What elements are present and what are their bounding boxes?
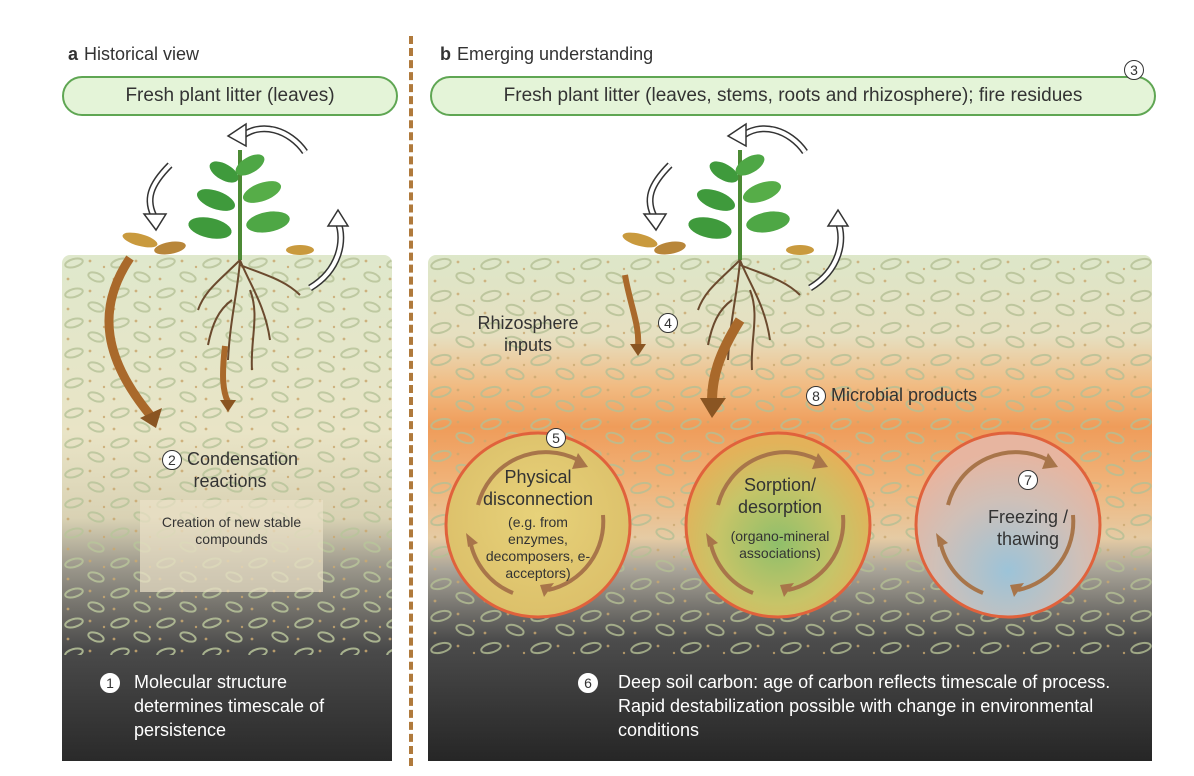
panel-b-soil-graphic	[428, 255, 1152, 761]
stable-compounds-box: Creation of new stable compounds	[140, 500, 323, 592]
rhizosphere-label: Rhizosphere inputs	[477, 313, 579, 355]
freezing-thawing-text: Freezing / thawing	[987, 507, 1069, 549]
plant-icon	[622, 122, 850, 418]
panel-a-soil	[62, 255, 392, 761]
step-6-badge: 6	[578, 673, 598, 693]
sorption-detail: (organo-mineral associations)	[730, 528, 830, 561]
stable-compounds-label: Creation of new stable compounds	[161, 514, 302, 547]
panel-a-litter-pill: Fresh plant litter (leaves)	[62, 76, 398, 116]
circular-arrows-icon	[468, 450, 1076, 595]
flow-arrow-icon	[622, 274, 642, 349]
physical-disconnection-detail: (e.g. from enzymes, decomposers, e-accep…	[485, 514, 591, 581]
step-5-badge: 5	[546, 428, 566, 448]
plant-icon	[104, 122, 350, 428]
step-6-text: Deep soil carbon: age of carbon reflects…	[618, 672, 1111, 740]
step-1-text: Molecular structure determines timescale…	[134, 672, 325, 740]
step-8-text: Microbial products	[831, 385, 978, 405]
step-2-label: 2 Condensation reactions	[140, 448, 320, 492]
step-2-text: Condensation reactions	[186, 449, 299, 492]
step-2-badge: 2	[161, 450, 182, 471]
panel-b-litter-pill: Fresh plant litter (leaves, stems, roots…	[430, 76, 1156, 116]
panel-divider	[409, 36, 413, 766]
panel-b-soil	[428, 255, 1152, 761]
cycle-arrow-icon	[726, 122, 747, 148]
panel-a-soil-graphic	[62, 255, 392, 761]
panel-a-title: Historical view	[84, 44, 200, 64]
panel-b-heading: b Emerging understanding	[440, 44, 653, 65]
panel-a-letter: a	[68, 44, 79, 64]
step-6-label: 6 Deep soil carbon: age of carbon reflec…	[578, 670, 1138, 742]
sorption-title: Sorption/ desorption	[737, 475, 823, 517]
step-8-badge: 8	[806, 386, 826, 407]
panel-b-title: Emerging understanding	[457, 44, 654, 64]
physical-disconnection-title: Physical disconnection	[482, 467, 594, 509]
step-7-badge: 7	[1018, 470, 1038, 490]
panel-b-litter-label: Fresh plant litter (leaves, stems, roots…	[503, 85, 1083, 106]
step-1-label: 1 Molecular structure determines timesca…	[100, 670, 380, 742]
flow-arrow-icon	[104, 255, 154, 418]
step-8-label: 8 Microbial products	[806, 384, 1036, 407]
step-4-badge: 4	[658, 313, 678, 333]
panel-a-litter-label: Fresh plant litter (leaves)	[125, 85, 335, 106]
step-3-badge: 3	[1124, 60, 1144, 80]
panel-b-letter: b	[440, 44, 451, 64]
step-1-badge: 1	[100, 673, 120, 693]
cycle-arrow-icon	[226, 122, 247, 148]
